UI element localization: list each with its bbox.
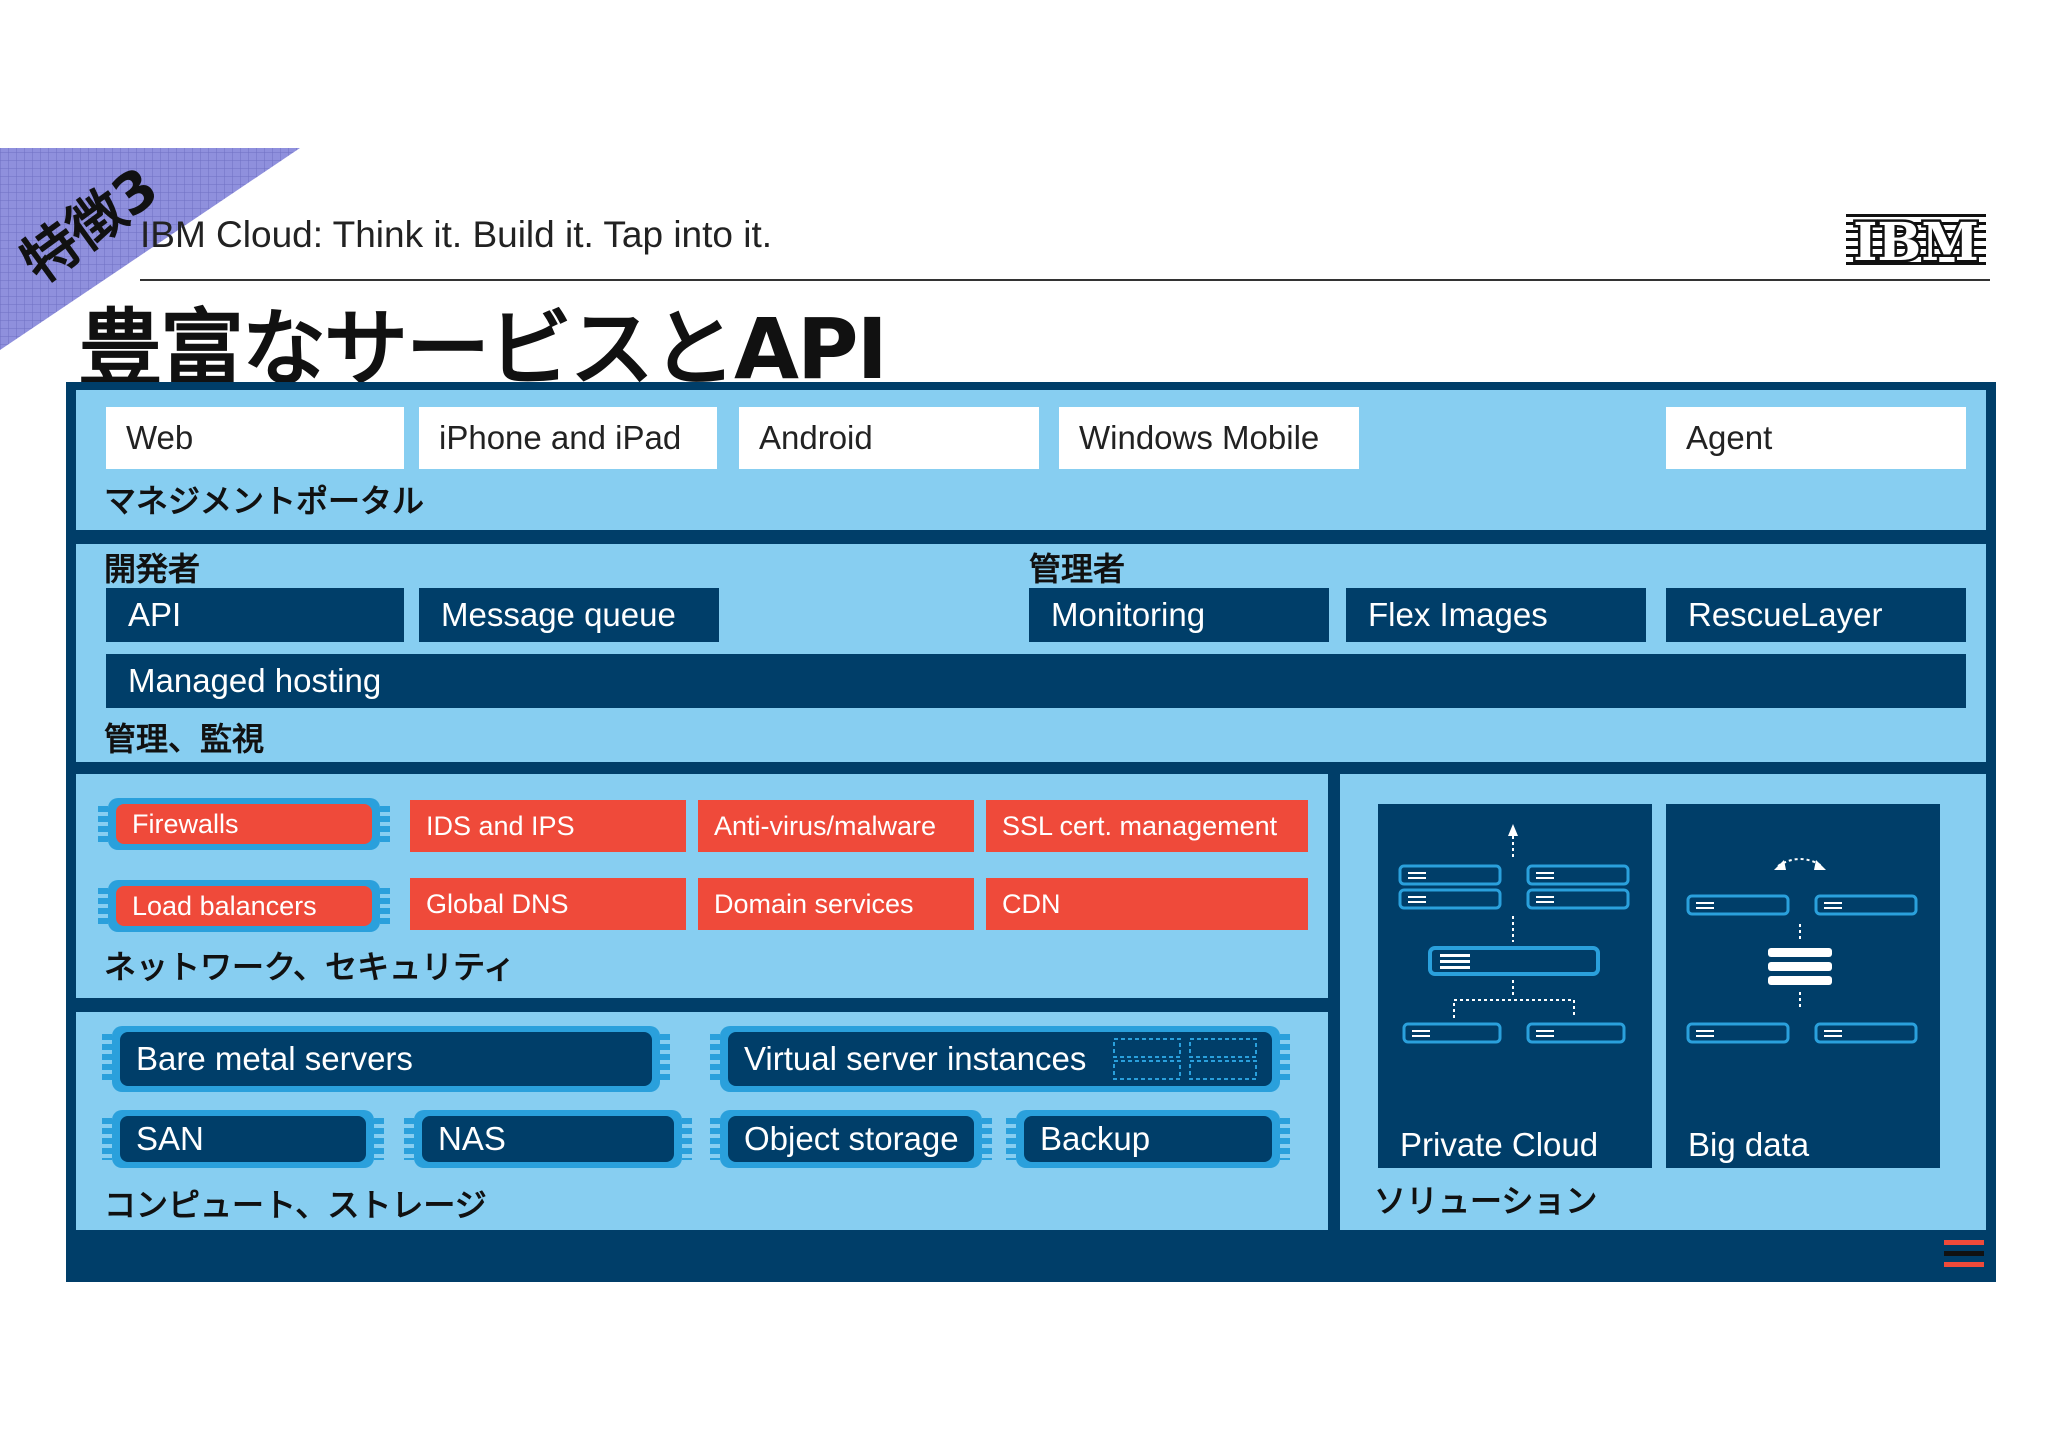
service-message-queue: Message queue [419,588,719,642]
service-monitoring: Monitoring [1029,588,1329,642]
compute-storage-panel: Bare metal servers Virtual server instan… [76,1012,1328,1230]
service-nas: NAS [404,1110,692,1168]
slide-title: 豊富なサービスとAPI [78,300,888,398]
service-rescuelayer: RescueLayer [1666,588,1966,642]
big-data-label: Big data [1688,1126,1810,1163]
portal-item-windows-mobile: Windows Mobile [1059,407,1359,469]
ibm-logo: IBM [1846,210,1986,270]
solutions-label: ソリューション [1374,1182,1598,1220]
solutions-panel: Private Cloud [1340,774,1986,1230]
service-ids-ips: IDS and IPS [410,800,686,852]
service-san: SAN [102,1110,384,1168]
service-anti-virus: Anti-virus/malware [698,800,974,852]
architecture-diagram: Web iPhone and iPad Android Windows Mobi… [66,382,1996,1282]
service-firewalls: Firewalls [98,798,390,850]
management-portal-label: マネジメントポータル [104,482,425,520]
service-bare-metal: Bare metal servers [102,1026,670,1092]
management-monitoring-panel: 開発者 管理者 API Message queue Monitoring Fle… [76,544,1986,762]
portal-item-android: Android [739,407,1039,469]
solution-private-cloud: Private Cloud [1378,804,1652,1168]
management-monitoring-label: 管理、監視 [104,720,265,758]
service-managed-hosting: Managed hosting [106,654,1966,708]
admin-label: 管理者 [1029,550,1126,588]
service-load-balancers: Load balancers [98,880,390,932]
service-domain-services: Domain services [698,878,974,930]
solution-big-data: Big data [1666,804,1940,1168]
service-global-dns: Global DNS [410,878,686,930]
network-security-label: ネットワーク、セキュリティ [104,948,516,986]
service-backup: Backup [1006,1110,1290,1168]
header-divider [140,279,1990,281]
big-data-diagram-icon [1686,858,1918,1044]
management-portal-panel: Web iPhone and iPad Android Windows Mobi… [76,390,1986,530]
service-ssl-cert: SSL cert. management [986,800,1308,852]
server-instances-icon [1113,1038,1257,1080]
slide-subtitle: IBM Cloud: Think it. Build it. Tap into … [140,214,773,255]
svg-text:IBM: IBM [1853,212,1979,270]
developer-label: 開発者 [104,550,201,588]
service-virtual-servers: Virtual server instances [710,1026,1290,1092]
portal-item-agent: Agent [1666,407,1966,469]
portal-item-web: Web [106,407,404,469]
feature-badge: 特徴3 [0,148,300,350]
menu-icon [1944,1240,1984,1274]
private-cloud-label: Private Cloud [1400,1126,1599,1163]
private-cloud-diagram-icon [1398,824,1630,1044]
service-api: API [106,588,404,642]
service-flex-images: Flex Images [1346,588,1646,642]
portal-item-iphone-ipad: iPhone and iPad [419,407,717,469]
network-security-panel: Firewalls Load balancers IDS and IPS Ant… [76,774,1328,998]
service-object-storage: Object storage [710,1110,992,1168]
compute-storage-label: コンピュート、ストレージ [104,1186,487,1224]
service-cdn: CDN [986,878,1308,930]
